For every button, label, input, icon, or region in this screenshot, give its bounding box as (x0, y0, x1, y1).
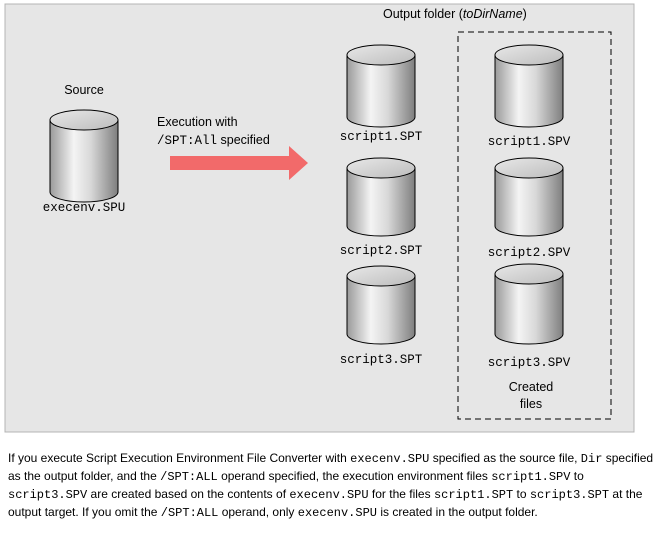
database-cylinder-icon (494, 44, 564, 128)
created-files-label-line2: files (520, 397, 542, 411)
spt-file-label-1: script1.SPT (340, 130, 423, 144)
diagram-caption: If you execute Script Execution Environm… (8, 451, 654, 520)
spv-file-label-1: script1.SPV (488, 135, 571, 149)
execution-arrow (170, 146, 308, 180)
created-files-label-line1: Created (509, 380, 554, 394)
database-cylinder-icon (346, 157, 416, 237)
source-label: Source (64, 83, 104, 97)
arrow-label-line1: Execution with (157, 115, 238, 129)
output-folder-label: Output folder (toDirName) (383, 7, 527, 21)
file-conversion-diagram: Output folder (toDirName) Source execenv… (4, 3, 635, 433)
spt-file-label-3: script3.SPT (340, 353, 423, 367)
database-cylinder-icon (49, 109, 119, 203)
spv-file-label-3: script3.SPV (488, 356, 571, 370)
database-cylinder-icon (494, 263, 564, 345)
database-cylinder-icon (346, 265, 416, 345)
spt-file-label-2: script2.SPT (340, 244, 423, 258)
database-cylinder-icon (346, 44, 416, 128)
spv-file-label-2: script2.SPV (488, 246, 571, 260)
database-cylinder-icon (494, 157, 564, 237)
source-file-label: execenv.SPU (43, 201, 126, 215)
arrow-label-line2: /SPT:All specified (157, 133, 270, 148)
